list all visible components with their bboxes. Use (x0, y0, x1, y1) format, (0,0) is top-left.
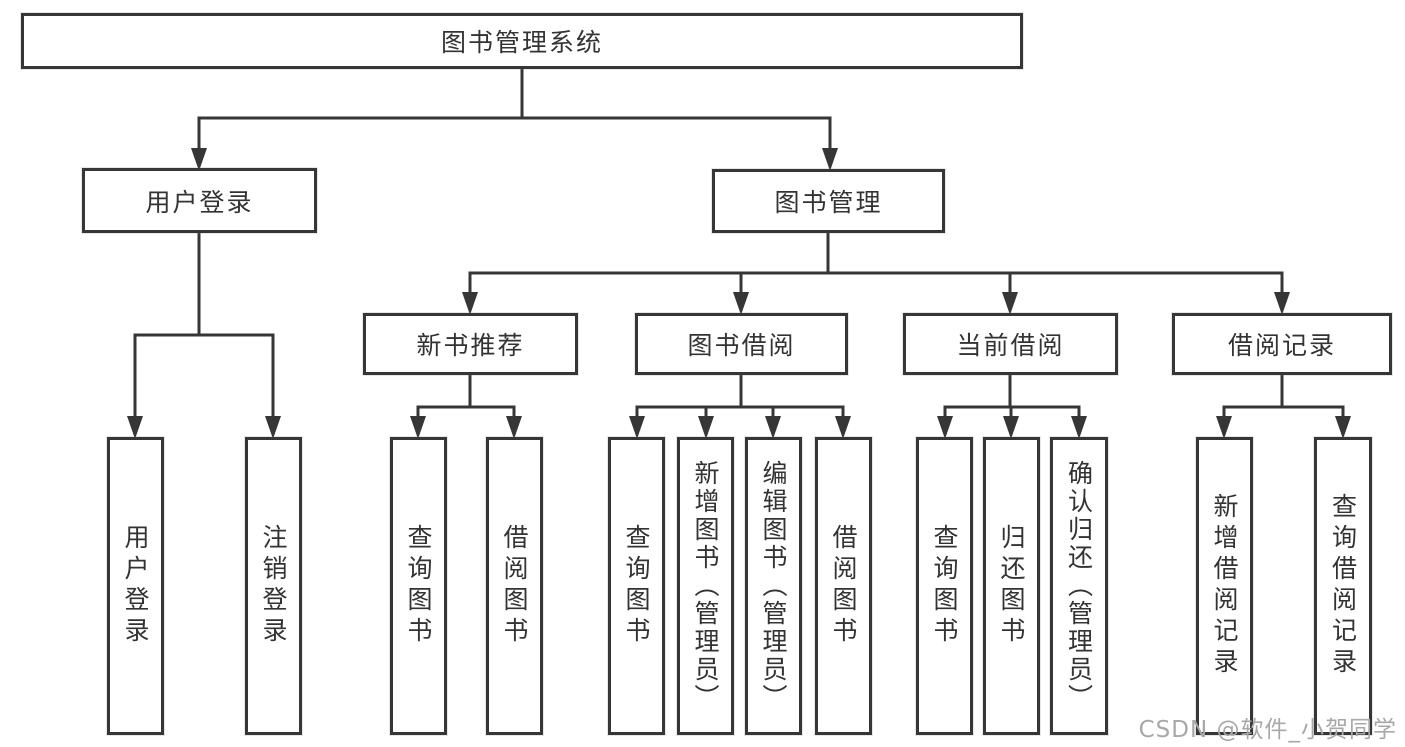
csdn-watermark: CSDN @软件_小贺同学 (1138, 717, 1397, 743)
connector-book-management-children (468, 230, 1284, 298)
leaf-confirm-return-admin: 确认归还（管理员） (1050, 437, 1108, 735)
connector-book-borrow-children (635, 372, 845, 422)
leaf-user-login-label: 用户登录 (121, 524, 150, 648)
leaf-add-borrow-record-label: 新增借阅记录 (1210, 493, 1239, 679)
leaf-add-books-admin-label: 新增图书（管理员） (691, 460, 720, 712)
leaf-add-books-admin: 新增图书（管理员） (677, 437, 734, 735)
node-root-label: 图书管理系统 (440, 28, 603, 57)
connector-borrow-records-children (1222, 372, 1345, 422)
node-current-borrow-label: 当前借阅 (956, 331, 1065, 360)
leaf-query-borrow-record-label: 查询借阅记录 (1328, 493, 1358, 679)
node-book-management-label: 图书管理 (774, 188, 883, 217)
arrowheads (127, 148, 1351, 439)
connector-root-to-level2 (197, 65, 832, 154)
leaf-query-books-recommend-label: 查询图书 (404, 524, 433, 648)
connector-new-book-children (416, 372, 516, 422)
leaf-logout: 注销登录 (245, 437, 302, 735)
leaf-return-books-label: 归还图书 (997, 524, 1026, 648)
leaf-edit-books-admin: 编辑图书（管理员） (745, 437, 802, 735)
node-book-borrow: 图书借阅 (635, 313, 848, 375)
leaf-query-books-borrow-label: 查询图书 (622, 524, 651, 648)
leaf-confirm-return-admin-label: 确认归还（管理员） (1064, 460, 1094, 712)
leaf-query-borrow-record: 查询借阅记录 (1314, 437, 1372, 735)
leaf-logout-label: 注销登录 (259, 524, 288, 648)
leaf-borrow-books-borrow: 借阅图书 (815, 437, 872, 735)
node-book-borrow-label: 图书借阅 (687, 331, 796, 360)
connector-current-borrow-children (943, 372, 1081, 422)
leaf-borrow-books-borrow-label: 借阅图书 (829, 524, 858, 648)
node-user-login-label: 用户登录 (145, 187, 254, 217)
leaf-borrow-books-recommend-label: 借阅图书 (500, 524, 529, 648)
node-user-login: 用户登录 (82, 168, 317, 233)
node-new-book-recommend-label: 新书推荐 (416, 331, 525, 360)
leaf-return-books: 归还图书 (983, 437, 1040, 735)
node-current-borrow: 当前借阅 (903, 313, 1118, 375)
node-new-book-recommend: 新书推荐 (363, 313, 578, 375)
leaf-query-books-recommend: 查询图书 (390, 437, 447, 735)
leaf-add-borrow-record: 新增借阅记录 (1196, 437, 1253, 735)
leaf-query-books-borrow: 查询图书 (608, 437, 665, 735)
leaf-user-login: 用户登录 (107, 437, 164, 735)
leaf-borrow-books-recommend: 借阅图书 (486, 437, 543, 735)
connector-user-login-children (133, 229, 275, 422)
node-borrow-records: 借阅记录 (1172, 313, 1392, 375)
node-root: 图书管理系统 (21, 13, 1023, 69)
node-book-management: 图书管理 (712, 169, 945, 233)
leaf-query-books-current-label: 查询图书 (930, 524, 959, 648)
leaf-edit-books-admin-label: 编辑图书（管理员） (759, 460, 788, 712)
leaf-query-books-current: 查询图书 (916, 437, 973, 735)
node-borrow-records-label: 借阅记录 (1227, 331, 1336, 360)
